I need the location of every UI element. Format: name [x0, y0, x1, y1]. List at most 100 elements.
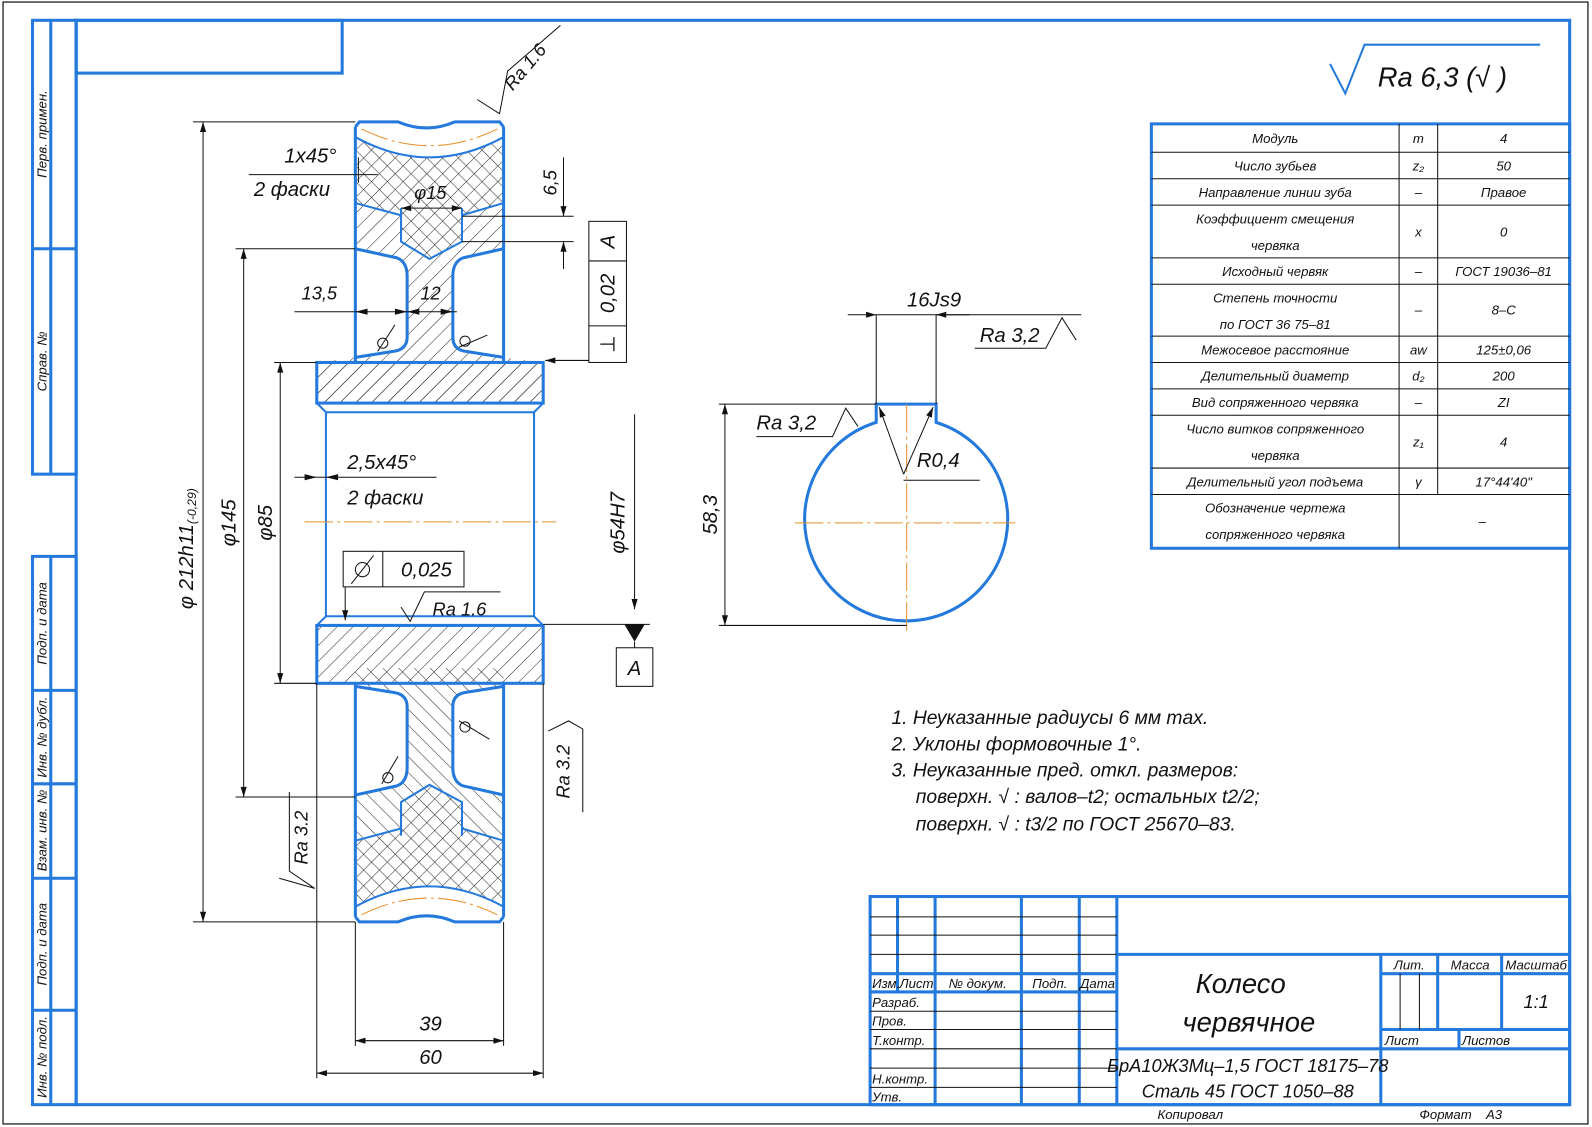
role-checker: Пров. — [872, 1013, 907, 1028]
sheets-label: Листов — [1461, 1033, 1510, 1048]
part-name-line2: червячное — [1182, 1007, 1315, 1038]
row-name: Исходный червяк — [1222, 264, 1329, 279]
keyway-view: 16Js9 Ra 3,2 Ra 3,2 58,3 R0,4 — [700, 290, 1082, 632]
keyway-ra-left-text: Ra 3,2 — [756, 412, 816, 434]
chamfer-bore-note: 2 фаски — [346, 488, 423, 510]
header-izm: Изм. — [872, 976, 900, 991]
table-row: Обозначение чертежа сопряженного червяка… — [1205, 501, 1487, 542]
strip-label-inv-dubl: Инв. № дубл. — [35, 697, 50, 778]
row-symbol: – — [1414, 185, 1423, 200]
dim-13-5-text: 13,5 — [302, 283, 338, 304]
row-name: Делительный угол подъема — [1185, 474, 1363, 489]
scale-label: Масштаб — [1505, 958, 1567, 973]
dim-outer-diameter-text: φ 212h11(-0,29) — [176, 488, 199, 609]
wheel-section-view: φ 212h11(-0,29) φ145 φ85 φ54H7 A 1x45° — [176, 25, 654, 1079]
technical-notes: 1. Неуказанные радиусы 6 мм max. 2. Укло… — [890, 708, 1259, 836]
row-value: 4 — [1500, 131, 1507, 146]
row-symbol: z₂ — [1412, 159, 1425, 174]
table-row: Число витков сопряженного червяка z₁ 4 — [1186, 422, 1507, 463]
row-name: Число витков сопряженного — [1186, 422, 1364, 437]
dim-bore-diameter-text: φ54H7 — [607, 491, 629, 553]
table-row: Направление линии зуба – Правое — [1199, 185, 1527, 200]
left-strip: Перв. примен. Справ. № Подп. и дата Инв.… — [30, 18, 78, 1107]
material-line1: БрА10Ж3Мц–1,5 ГОСТ 18175–78 — [1107, 1055, 1389, 1076]
keyway-ra-right-text: Ra 3,2 — [980, 325, 1040, 347]
strip-label-podp-data-2: Подп. и дата — [35, 903, 50, 986]
chamfer-top-note: 2 фаски — [253, 179, 330, 201]
row-symbol: – — [1414, 264, 1423, 279]
roughness-left: Ra 3.2 — [279, 791, 316, 889]
mass-label: Масса — [1451, 958, 1490, 973]
row-symbol: γ — [1415, 474, 1423, 489]
title-block: Изм. Лист № докум. Подп. Дата Разраб. Пр… — [868, 894, 1572, 1107]
dim-60-text: 60 — [419, 1047, 442, 1069]
dim-web: 13,5 12 — [294, 283, 457, 315]
header-list: Лист — [899, 976, 934, 991]
strip-label-vzam-inv: Взам. инв. № — [35, 790, 50, 872]
row-value: 0 — [1500, 225, 1508, 240]
lit-label: Лит. — [1393, 958, 1425, 973]
runout-frame: 0,025 — [342, 550, 465, 621]
perp-symbol: ⊥ — [597, 335, 619, 353]
runout-value: 0,025 — [401, 560, 453, 582]
row-value: 200 — [1492, 369, 1516, 384]
strip-label-podp-data-1: Подп. и дата — [35, 582, 50, 665]
perp-value: 0,02 — [597, 274, 619, 314]
table-row: Степень точности по ГОСТ 36 75–81 – 8–C — [1213, 291, 1516, 332]
dim-width: 39 60 — [316, 683, 544, 1079]
row-symbol: m — [1413, 131, 1424, 146]
chamfer-bore-text: 2,5x45° — [346, 452, 416, 474]
row-value: 125±0,06 — [1476, 342, 1532, 357]
row-name-line2: по ГОСТ 36 75–81 — [1220, 317, 1331, 332]
key-width-text: 16Js9 — [907, 290, 961, 312]
dim-chamfer-top: 1x45° 2 фаски — [248, 145, 378, 201]
role-norm-control: Н.контр. — [872, 1071, 928, 1086]
strip-label-sprav-no: Справ. № — [35, 331, 50, 391]
row-value: Правое — [1481, 185, 1527, 200]
hole-diameter-text: φ15 — [414, 182, 447, 203]
perpendicularity-frame: A 0,02 ⊥ — [545, 220, 627, 364]
table-row: Вид сопряженного червяка – ZI — [1192, 395, 1510, 410]
row-name: Степень точности — [1213, 291, 1338, 306]
row-value: ZI — [1497, 395, 1510, 410]
row-symbol: – — [1414, 303, 1423, 318]
top-left-box — [74, 18, 344, 75]
row-value: ГОСТ 19036–81 — [1455, 264, 1551, 279]
upper-rim-web — [316, 120, 544, 404]
chamfer-top-text: 1x45° — [284, 145, 336, 167]
datum-a-label: A — [627, 658, 642, 680]
table-row: Модуль m 4 — [1252, 131, 1507, 146]
general-roughness-sign: Ra 6,3 (√ ) — [1329, 43, 1541, 96]
row-name: Вид сопряженного червяка — [1192, 395, 1359, 410]
note-3a: поверхн. √ : валов–t2; остальных t2/2; — [916, 787, 1260, 808]
row-value: 50 — [1496, 159, 1511, 174]
dim-chamfer-bore: 2,5x45° 2 фаски — [294, 452, 437, 510]
table-row: Исходный червяк – ГОСТ 19036–81 — [1222, 264, 1552, 279]
row-name-line2: червяка — [1251, 448, 1300, 463]
table-row: Делительный диаметр d₂ 200 — [1199, 369, 1515, 384]
lower-rim-web — [353, 668, 506, 924]
table-row: Межосевое расстояние aw 125±0,06 — [1201, 342, 1532, 357]
dim-bore-diameter: φ54H7 A — [543, 414, 654, 687]
row-value: 4 — [1500, 435, 1507, 450]
bore-with-keyway — [803, 402, 1010, 623]
row-name: Число зубьев — [1234, 159, 1317, 174]
row-name: Делительный диаметр — [1199, 369, 1349, 384]
keyway-radius-text: R0,4 — [917, 450, 960, 472]
material-line2: Сталь 45 ГОСТ 1050–88 — [1142, 1081, 1355, 1102]
row-name: Межосевое расстояние — [1201, 342, 1349, 357]
note-3: 3. Неуказанные пред. откл. размеров: — [891, 761, 1238, 782]
copied-label: Копировал — [1157, 1107, 1223, 1122]
dim-6-5-text: 6,5 — [539, 169, 560, 195]
roughness-left-text: Ra 3.2 — [291, 811, 312, 865]
roughness-bore-text: Ra 1.6 — [433, 598, 488, 619]
row-value: 8–C — [1492, 303, 1517, 318]
dim-hole-diameter: φ15 — [401, 182, 462, 212]
hub-lower — [315, 623, 545, 685]
gear-parameters-table: Модуль m 4 Число зубьев z₂ 50 Направлени… — [1149, 122, 1572, 550]
header-date: Дата — [1078, 976, 1115, 991]
dim-diameter-145-text: φ145 — [219, 499, 241, 547]
row-name: Направление линии зуба — [1199, 185, 1352, 200]
roughness-right: Ra 3.2 — [548, 720, 584, 813]
